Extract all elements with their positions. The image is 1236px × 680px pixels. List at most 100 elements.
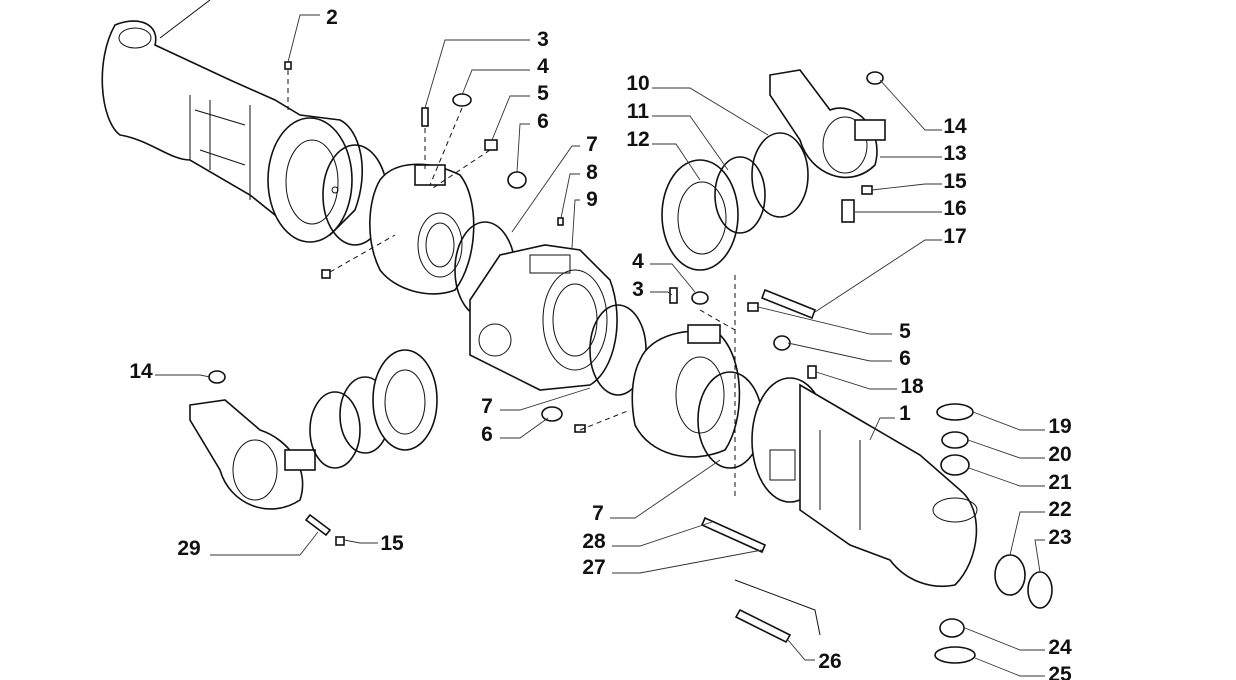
callout-7: 7: [592, 459, 721, 525]
part-number-label: 12: [626, 128, 649, 151]
part-number-label: 4: [632, 250, 644, 273]
callout-7: 7: [481, 387, 591, 418]
callout-14: 14: [129, 360, 211, 383]
part-number-label: 5: [537, 82, 549, 105]
leader-line: [516, 123, 530, 173]
part-number-label: 24: [1048, 636, 1072, 659]
part-number-label: 6: [899, 347, 911, 370]
part-number-label: 14: [943, 115, 967, 138]
callout-26: 26: [787, 639, 842, 673]
callout-23: 23: [1034, 526, 1072, 573]
callout-29: 29: [177, 531, 319, 560]
part-number-label: 3: [632, 278, 644, 301]
leader-line: [287, 14, 320, 63]
small-parts: [208, 61, 1053, 664]
leader-line: [972, 411, 1045, 431]
bearing-set-top: [661, 132, 809, 271]
leader-line: [787, 342, 892, 362]
part-number-label: 9: [586, 188, 598, 211]
bearing-set-bottom: [309, 349, 438, 469]
leader-line: [612, 549, 763, 574]
part-number-label: 10: [626, 72, 649, 95]
part-number-label: 26: [818, 650, 841, 673]
leader-line: [814, 239, 942, 313]
callout-1: 1: [869, 402, 911, 441]
callout-9: 9: [571, 188, 598, 249]
callout-6: 6: [481, 417, 549, 446]
leader-line: [974, 657, 1045, 677]
leader-line: [879, 79, 942, 131]
part-number-label: 8: [586, 161, 598, 184]
leader-line: [210, 531, 319, 556]
callout-3: 3: [424, 28, 549, 109]
leader-line: [869, 417, 895, 441]
part-number-label: 20: [1048, 443, 1071, 466]
callout-10: 10: [626, 72, 769, 136]
part-number-label: 7: [586, 133, 598, 156]
assembly-guides: [287, 70, 821, 636]
leader-line: [343, 539, 378, 544]
leader-line: [1034, 539, 1045, 573]
callout-27: 27: [582, 549, 763, 579]
part-number-label: 6: [481, 423, 493, 446]
part-number-label: 29: [177, 537, 200, 560]
part-number-label: 28: [582, 530, 606, 553]
callout-5: 5: [491, 82, 549, 141]
leader-line: [967, 439, 1045, 459]
part-number-label: 22: [1048, 498, 1071, 521]
callout-15: 15: [871, 170, 967, 193]
hub-carrier-right: [631, 324, 741, 458]
part-number-label: 16: [943, 197, 966, 220]
part-number-label: 18: [900, 375, 924, 398]
callout-21: 21: [968, 467, 1072, 494]
part-number-label: 11: [627, 100, 650, 123]
part-number-label: 3: [537, 28, 549, 51]
part-number-label: 14: [129, 360, 153, 383]
callout-labels: 2345678910111214131516174356181476119202…: [129, 6, 1072, 680]
leader-line: [964, 627, 1045, 651]
callout-4: 4: [461, 55, 549, 96]
callout-25: 25: [974, 657, 1072, 680]
leader-line: [612, 521, 713, 547]
callout-22: 22: [1009, 498, 1072, 556]
callout-18: 18: [815, 371, 924, 398]
leader-line: [757, 306, 892, 335]
callout-19: 19: [972, 411, 1072, 438]
part-number-label: 19: [1048, 415, 1071, 438]
leader-line: [1009, 511, 1045, 556]
part-number-label: 17: [943, 225, 966, 248]
callout-6: 6: [516, 110, 549, 173]
kingpin-arm-top: [769, 69, 886, 179]
callout-2: 2: [287, 6, 338, 63]
part-number-label: 5: [899, 320, 911, 343]
part-number-label: 15: [380, 532, 404, 555]
part-number-label: 15: [943, 170, 967, 193]
leader-line: [500, 387, 591, 411]
leader-line: [155, 374, 211, 378]
leader-line: [652, 115, 729, 171]
part-number-label: 7: [592, 502, 604, 525]
callout-8: 8: [560, 161, 598, 219]
leader-line: [500, 417, 549, 439]
leader-line: [650, 263, 696, 293]
leader-line: [571, 199, 580, 249]
part-number-label: 1: [899, 402, 911, 425]
leader-line: [511, 145, 580, 233]
part-number-label: 13: [943, 142, 966, 165]
callout-16: 16: [855, 197, 967, 220]
callout-5: 5: [757, 306, 911, 343]
leader-line: [650, 291, 673, 296]
leader-line: [787, 639, 815, 661]
callout-14: 14: [879, 79, 967, 138]
part-number-label: 6: [537, 110, 549, 133]
callout-28: 28: [582, 521, 713, 553]
leader-line: [871, 183, 942, 191]
callout-7: 7: [511, 133, 598, 233]
part-number-label: 27: [582, 556, 605, 579]
leader-line: [491, 95, 530, 141]
leader-line: [560, 173, 580, 219]
callout-20: 20: [967, 439, 1072, 466]
callout-4: 4: [632, 250, 696, 293]
callout-13: 13: [880, 142, 967, 165]
